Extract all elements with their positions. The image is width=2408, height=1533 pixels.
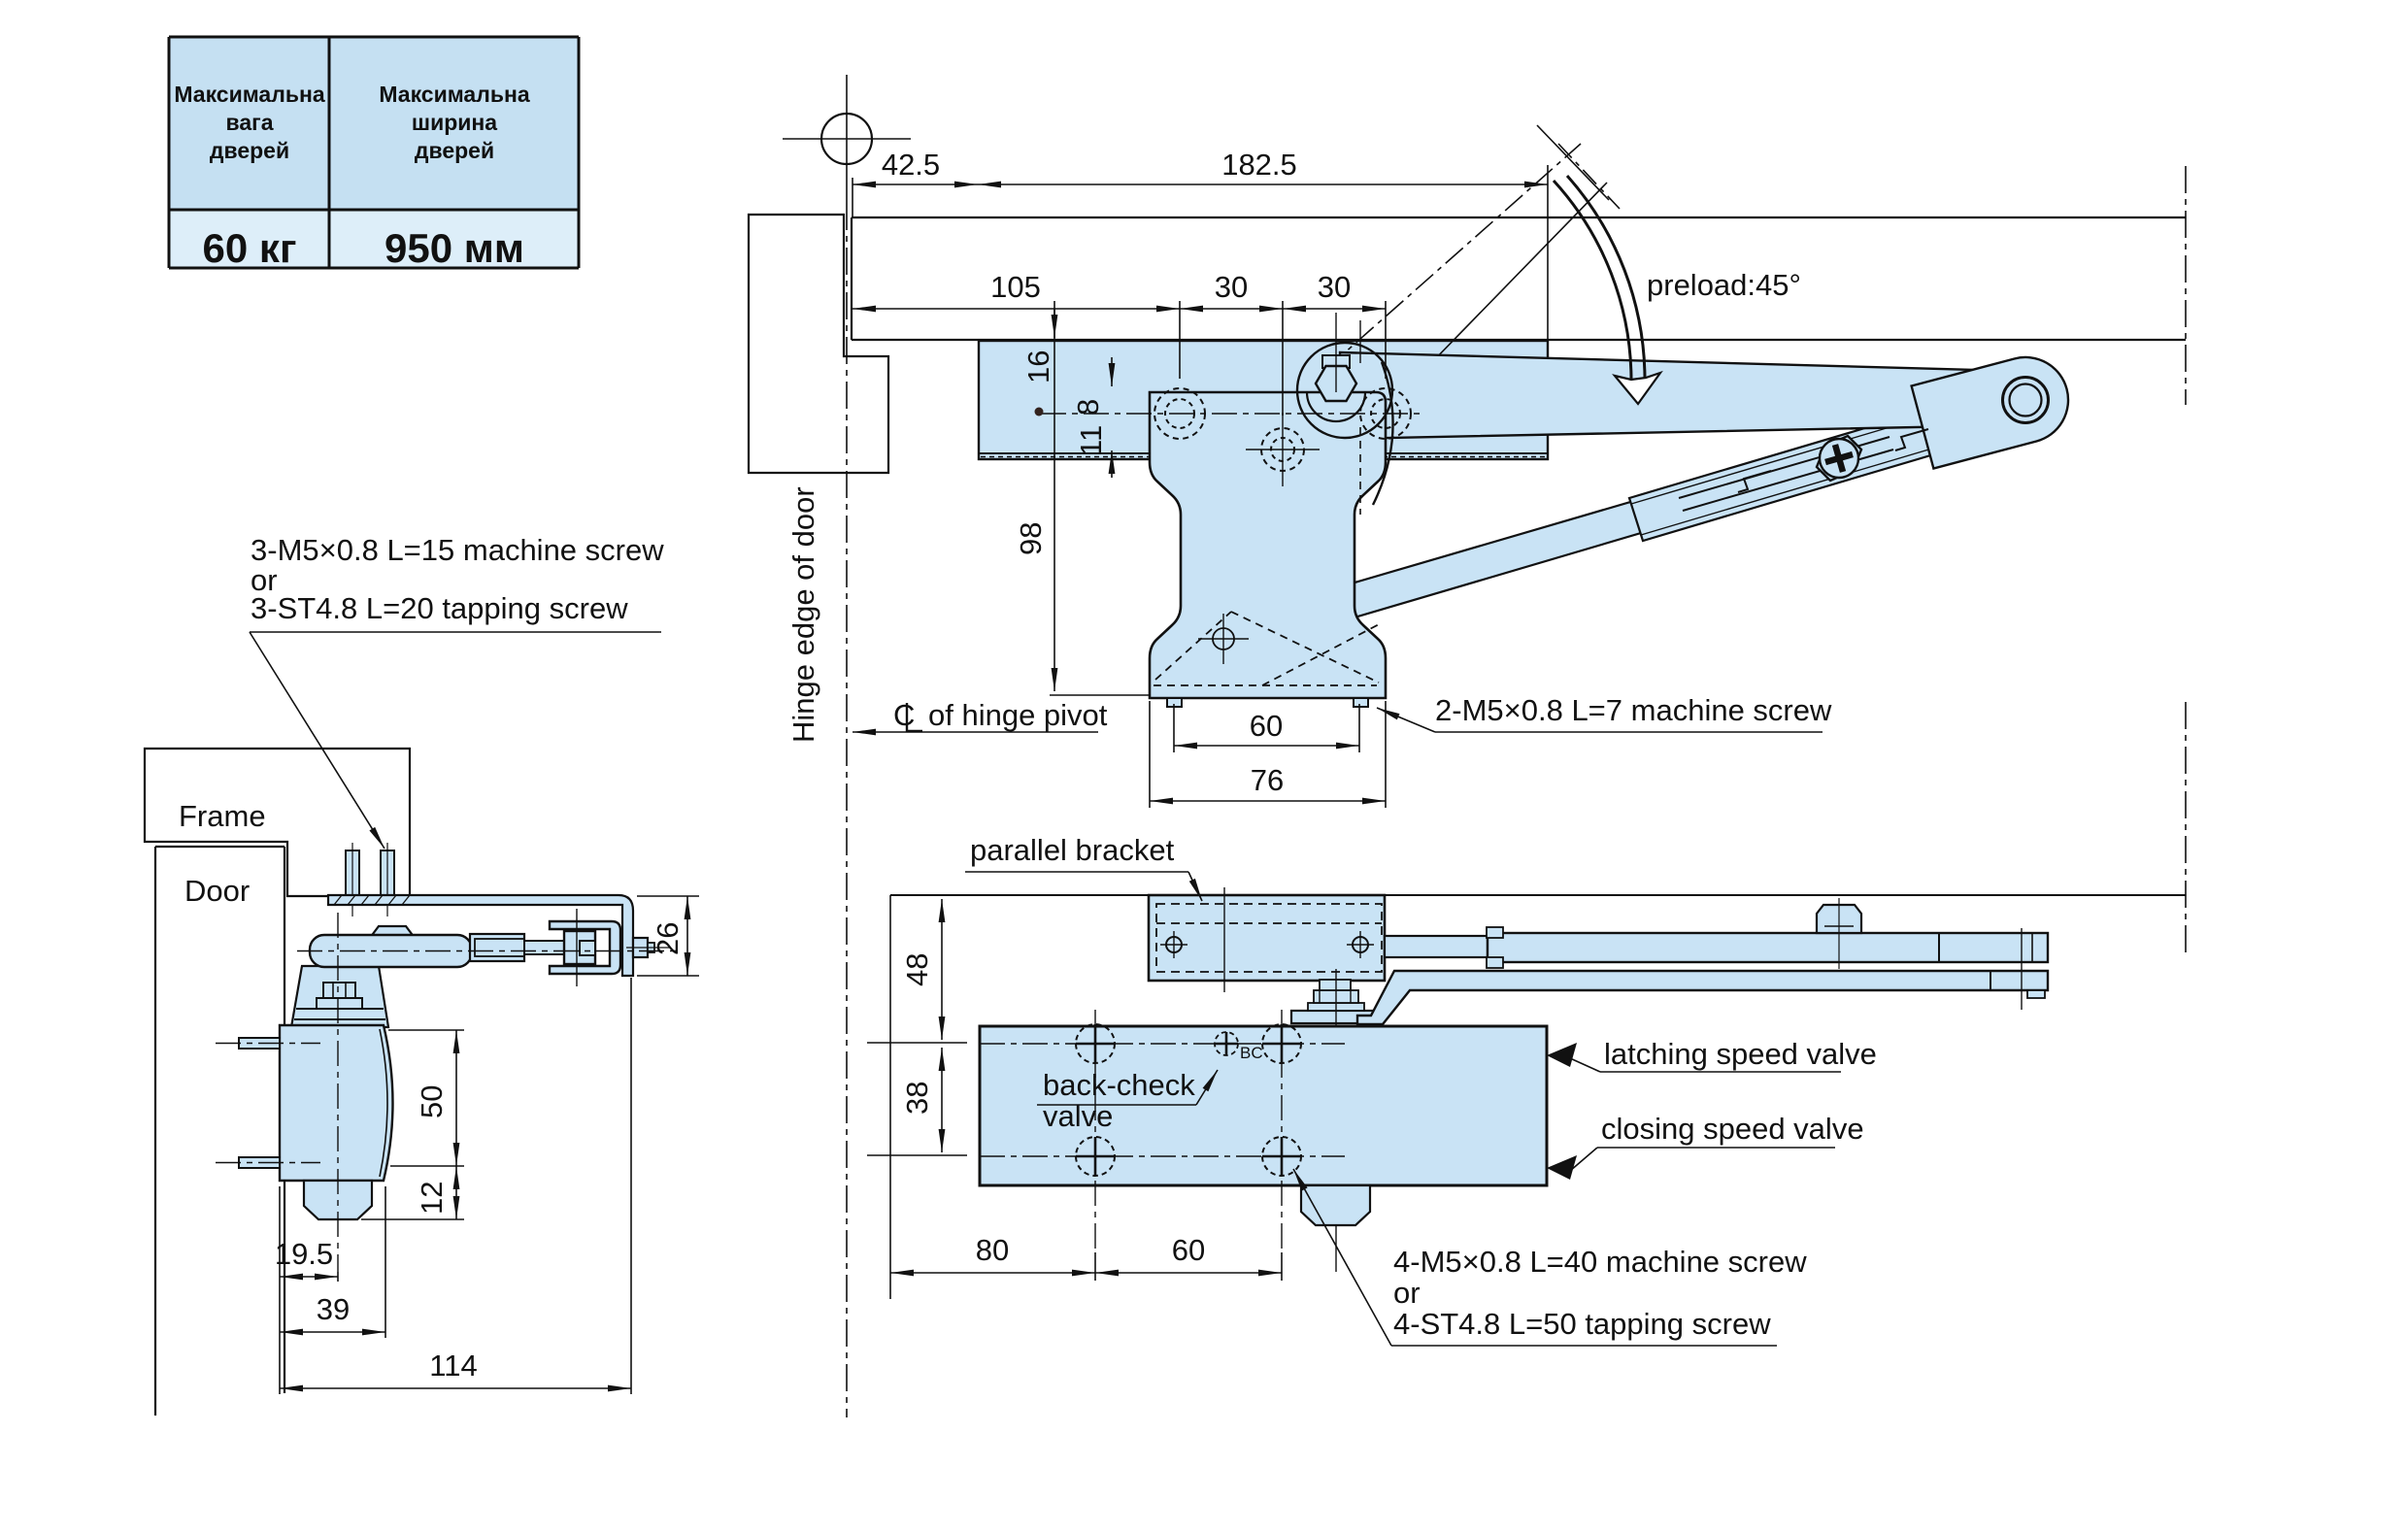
svg-text:60: 60: [1172, 1233, 1205, 1267]
svg-text:11: 11: [1074, 425, 1108, 456]
svg-text:48: 48: [900, 953, 934, 986]
svg-text:39: 39: [317, 1292, 350, 1326]
svg-text:back-check: back-check: [1043, 1068, 1195, 1102]
svg-text:950 мм: 950 мм: [385, 225, 524, 271]
svg-text:Максимальна: Максимальна: [174, 82, 325, 107]
svg-text:дверей: дверей: [210, 138, 289, 163]
svg-text:4-ST4.8 L=50 tapping screw: 4-ST4.8 L=50 tapping screw: [1393, 1307, 1771, 1341]
svg-text:26: 26: [651, 922, 685, 955]
svg-text:2-M5×0.8 L=7 machine screw: 2-M5×0.8 L=7 machine screw: [1435, 693, 1832, 727]
svg-text:parallel bracket: parallel bracket: [970, 833, 1175, 867]
svg-text:98: 98: [1014, 522, 1048, 555]
svg-text:30: 30: [1215, 270, 1248, 304]
svg-text:50: 50: [415, 1085, 449, 1118]
svg-text:16: 16: [1021, 350, 1055, 383]
svg-text:Hinge edge of door: Hinge edge of door: [786, 486, 820, 743]
svg-text:114: 114: [429, 1349, 477, 1383]
svg-text:Door: Door: [184, 874, 250, 908]
svg-text:Frame: Frame: [179, 799, 266, 833]
svg-text:182.5: 182.5: [1221, 148, 1297, 182]
svg-text:of hinge pivot: of hinge pivot: [928, 698, 1108, 732]
svg-text:8: 8: [1071, 399, 1105, 416]
svg-text:preload:45°: preload:45°: [1647, 268, 1801, 302]
svg-text:вага: вага: [226, 110, 274, 135]
svg-text:ширина: ширина: [412, 110, 497, 135]
svg-text:38: 38: [900, 1082, 934, 1115]
svg-text:closing speed valve: closing speed valve: [1601, 1112, 1864, 1146]
svg-text:or: or: [251, 563, 278, 597]
svg-text:BC: BC: [1240, 1044, 1263, 1062]
svg-text:дверей: дверей: [415, 138, 494, 163]
svg-text:60 кг: 60 кг: [203, 225, 297, 271]
svg-text:30: 30: [1318, 270, 1351, 304]
svg-text:latching speed valve: latching speed valve: [1604, 1037, 1877, 1071]
svg-text:42.5: 42.5: [882, 148, 940, 182]
svg-text:or: or: [1393, 1276, 1421, 1310]
svg-text:C: C: [893, 698, 915, 732]
svg-text:3-ST4.8 L=20 tapping screw: 3-ST4.8 L=20 tapping screw: [251, 591, 628, 625]
svg-text:12: 12: [415, 1182, 449, 1215]
svg-text:80: 80: [976, 1233, 1009, 1267]
svg-text:19.5: 19.5: [275, 1237, 333, 1271]
svg-text:76: 76: [1251, 763, 1284, 797]
svg-text:3-M5×0.8 L=15 machine screw: 3-M5×0.8 L=15 machine screw: [251, 533, 664, 567]
svg-text:Максимальна: Максимальна: [379, 82, 530, 107]
svg-text:105: 105: [990, 270, 1041, 304]
svg-text:4-M5×0.8 L=40 machine screw: 4-M5×0.8 L=40 machine screw: [1393, 1245, 1807, 1279]
svg-text:60: 60: [1250, 709, 1283, 743]
